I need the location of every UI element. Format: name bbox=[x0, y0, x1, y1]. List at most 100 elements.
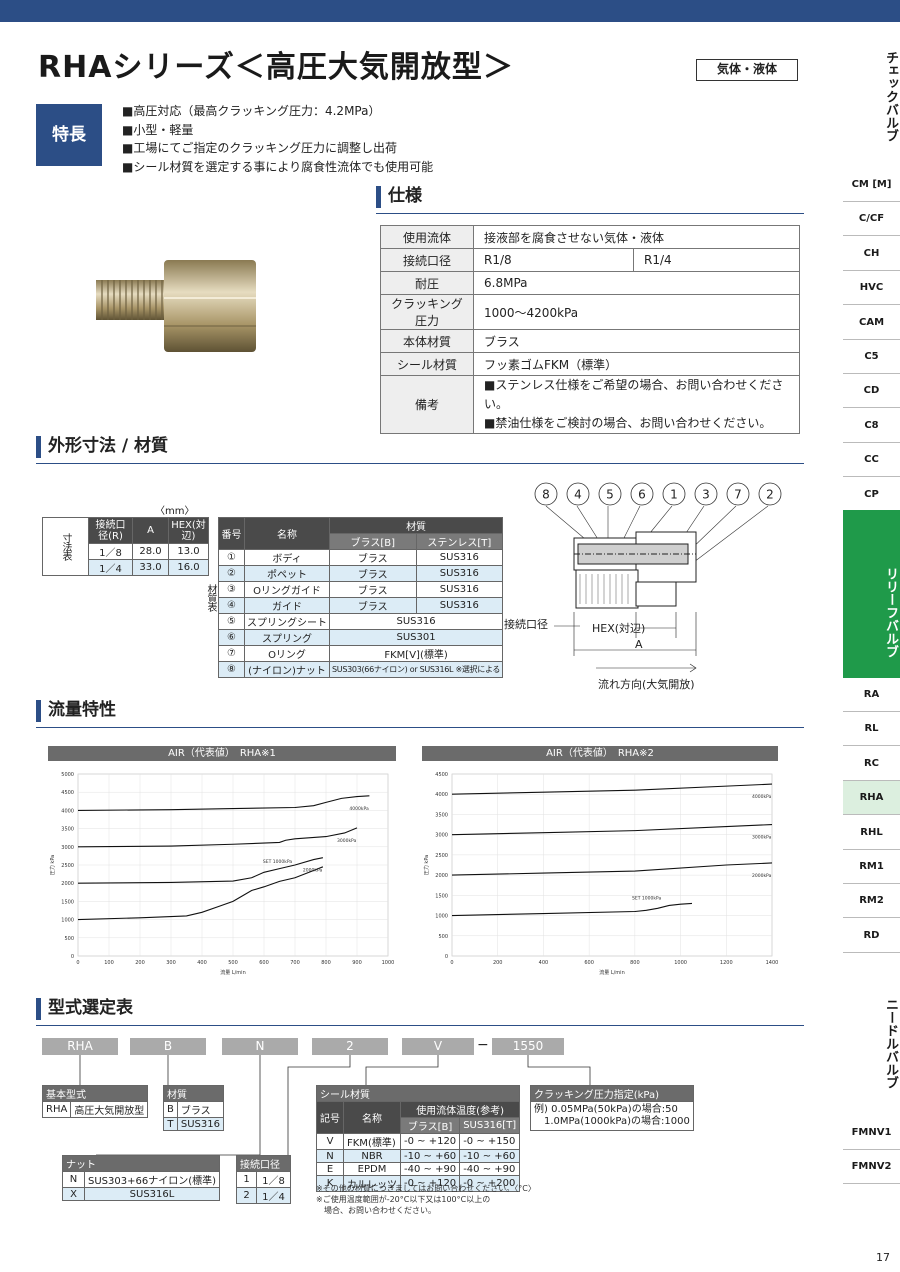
sidebar-item[interactable]: HVC bbox=[843, 271, 900, 306]
code-series: RHA bbox=[42, 1038, 118, 1055]
spec-remark: ■禁油仕様をご検討の場合、お問い合わせください。 bbox=[484, 416, 772, 430]
seal-code: V bbox=[316, 1133, 344, 1150]
port-caption: 接続口径 bbox=[236, 1155, 291, 1172]
drawing-label-port: 接続口径 bbox=[504, 617, 548, 631]
dims-side-label: 寸法表 bbox=[42, 517, 89, 576]
material-t: SUS316 bbox=[415, 565, 504, 582]
sidebar-item[interactable]: CM [M] bbox=[843, 168, 900, 202]
y-tick-label: 3000 bbox=[61, 845, 74, 851]
spec-value: ブラス bbox=[473, 329, 800, 353]
nut-desc: SUS316L bbox=[83, 1187, 221, 1201]
part-balloon-number: 5 bbox=[606, 488, 614, 502]
cracking-table: クラッキング圧力指定(kPa) 例) 0.05MPa(50kPa)の場合:50 … bbox=[530, 1085, 694, 1131]
material-b: ブラス bbox=[329, 581, 417, 598]
seal-note: 場合、お問い合わせください。 bbox=[316, 1206, 436, 1215]
sidebar-category-relief[interactable]: リリーフバルブ bbox=[883, 566, 898, 658]
series-label: 2000kPa bbox=[752, 873, 772, 879]
material-both: SUS301 bbox=[328, 629, 504, 646]
sidebar-item[interactable]: CD bbox=[843, 374, 900, 409]
spec-value: フッ素ゴムFKM（標準） bbox=[473, 352, 800, 376]
seal-notes: ※その他の材質につきましてはお問い合わせください。〈°C〉 ※ご使用温度範囲が-… bbox=[316, 1183, 536, 1216]
sidebar-item[interactable]: C/CF bbox=[843, 202, 900, 237]
material-t: SUS316 bbox=[415, 549, 504, 566]
spec-label: 備考 bbox=[380, 375, 474, 434]
spec-value: 1000〜4200kPa bbox=[473, 294, 800, 330]
series-label: 2000kPa bbox=[303, 868, 323, 874]
features-label: 特長 bbox=[36, 104, 102, 166]
sidebar-item[interactable]: CH bbox=[843, 237, 900, 271]
sidebar-item[interactable]: FMNV1 bbox=[843, 1116, 900, 1150]
seal-temp: -0 ~ +200 bbox=[459, 1175, 521, 1192]
sidebar-item[interactable]: CP bbox=[843, 478, 900, 512]
seal-note: ※ご使用温度範囲が-20°C以下又は100°C以上の bbox=[316, 1195, 491, 1204]
material-header: 名称 bbox=[244, 517, 330, 550]
y-tick-label: 2000 bbox=[435, 873, 448, 879]
drawing-label-flow: 流れ方向(大気開放) bbox=[598, 677, 695, 691]
cracking-example: 例) 0.05MPa(50kPa)の場合:50 bbox=[534, 1104, 678, 1115]
x-tick-label: 500 bbox=[228, 960, 238, 966]
part-balloon-number: 6 bbox=[638, 488, 646, 502]
feature-item: ■小型・軽量 bbox=[122, 122, 194, 137]
base-code: RHA bbox=[41, 1101, 72, 1118]
sidebar-item[interactable]: FMNV2 bbox=[843, 1150, 900, 1185]
series-line bbox=[451, 902, 693, 917]
sidebar-item[interactable]: C8 bbox=[843, 409, 900, 443]
material-no: ⑦ bbox=[218, 645, 245, 662]
nut-caption: ナット bbox=[61, 1155, 221, 1172]
nut-desc: SUS303+66ナイロン(標準) bbox=[83, 1171, 221, 1188]
sidebar-item[interactable]: CC bbox=[843, 443, 900, 478]
sidebar-item[interactable]: RM1 bbox=[843, 850, 900, 884]
y-tick-label: 1000 bbox=[61, 918, 74, 924]
sidebar-item[interactable]: RM2 bbox=[843, 884, 900, 919]
sidebar-item[interactable]: RC bbox=[843, 747, 900, 781]
sidebar-item[interactable]: CAM bbox=[843, 306, 900, 340]
seal-header: ブラス[B] bbox=[399, 1117, 461, 1134]
y-axis-label: 圧力 kPa bbox=[423, 855, 430, 875]
code-port: 2 bbox=[312, 1038, 388, 1055]
sidebar-item[interactable]: RL bbox=[843, 712, 900, 747]
y-tick-label: 4500 bbox=[61, 790, 74, 796]
sidebar-item[interactable]: RHA bbox=[843, 781, 900, 816]
y-tick-label: 1500 bbox=[61, 899, 74, 905]
port-desc: 1／8 bbox=[256, 1171, 291, 1188]
x-tick-label: 0 bbox=[450, 960, 453, 966]
x-tick-label: 600 bbox=[584, 960, 594, 966]
sidebar-item[interactable]: C5 bbox=[843, 340, 900, 374]
material-desc: ブラス bbox=[176, 1101, 224, 1118]
code-dash: − bbox=[477, 1037, 489, 1053]
material-code: T bbox=[163, 1117, 178, 1131]
base-model-caption: 基本型式 bbox=[41, 1085, 149, 1102]
port-code: 1 bbox=[236, 1171, 257, 1188]
sidebar-item[interactable]: RHL bbox=[843, 816, 900, 850]
seal-temp: -0 ~ +120 bbox=[399, 1175, 461, 1192]
sidebar-category-needle: ニードルバルブ bbox=[883, 997, 898, 1089]
material-no: ⑤ bbox=[218, 613, 245, 630]
x-tick-label: 1400 bbox=[766, 960, 779, 966]
y-axis-label: 圧力 kPa bbox=[49, 855, 56, 875]
nut-code: X bbox=[62, 1187, 85, 1201]
y-tick-label: 3000 bbox=[435, 833, 448, 839]
chart2-title: AIR（代表値） RHA※2 bbox=[422, 746, 778, 761]
seal-note: ※その他の材質につきましてはお問い合わせください。〈°C〉 bbox=[316, 1184, 536, 1193]
part-balloon-number: 8 bbox=[542, 488, 550, 502]
material-name: スプリングシート bbox=[244, 613, 330, 630]
code-nut: N bbox=[222, 1038, 298, 1055]
y-tick-label: 2500 bbox=[435, 853, 448, 859]
seal-header: 使用流体温度(参考) bbox=[399, 1101, 521, 1118]
material-name: Oリングガイド bbox=[244, 581, 330, 598]
y-tick-label: 3500 bbox=[61, 827, 74, 833]
sidebar-item[interactable]: RD bbox=[843, 919, 900, 953]
code-material: B bbox=[130, 1038, 206, 1055]
y-tick-label: 3500 bbox=[435, 812, 448, 818]
sidebar-item[interactable]: RA bbox=[843, 678, 900, 712]
dims-cell: 1／8 bbox=[88, 543, 133, 560]
series-label: 3000kPa bbox=[337, 838, 357, 844]
material-name: スプリング bbox=[244, 629, 330, 646]
series-label: 4000kPa bbox=[752, 794, 772, 800]
seal-header: 記号 bbox=[316, 1101, 344, 1134]
